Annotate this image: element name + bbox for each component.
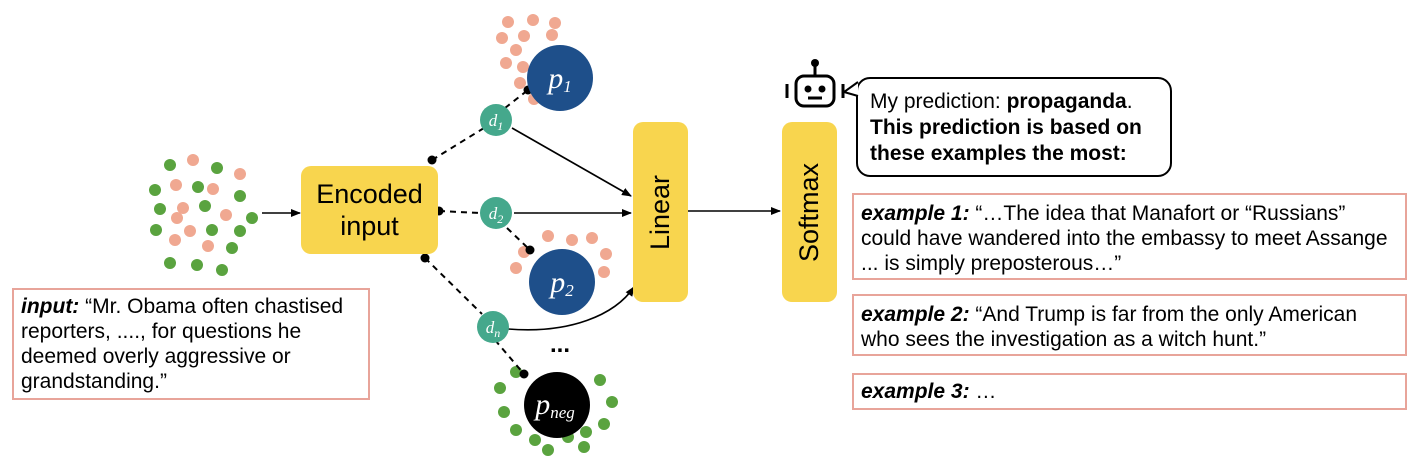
- input-text: “Mr. Obama often chastised reporters, ..…: [21, 295, 344, 393]
- prediction-line-1: My prediction: propaganda.: [870, 89, 1158, 115]
- example-1-text: “…The idea that Manafort or “Russians” c…: [861, 202, 1388, 275]
- svg-text:d2: d2: [489, 204, 504, 226]
- d1-subscript: 1: [497, 119, 503, 133]
- p1-subscript: 1: [563, 77, 572, 96]
- softmax-label: Softmax: [794, 162, 825, 262]
- example-box-3: example 3: …: [852, 373, 1407, 410]
- prediction-line-2: This prediction is based on: [870, 116, 1142, 139]
- distance-node-d1: d1: [480, 104, 512, 136]
- ellipsis: ...: [550, 331, 570, 358]
- svg-text:dn: dn: [486, 318, 501, 340]
- encoded-input-label: Encoded input: [316, 179, 423, 241]
- example-3-label: example 3:: [861, 380, 970, 403]
- p2-point-cloud: [510, 230, 612, 278]
- svg-text:pneg: pneg: [533, 388, 575, 422]
- prediction-line-3: these examples the most:: [870, 142, 1127, 165]
- distance-node-d2: d2: [480, 197, 512, 229]
- bubble-tail: [842, 81, 859, 97]
- prediction-suffix: .: [1126, 90, 1133, 113]
- p2-letter: p: [548, 266, 565, 299]
- linear-label: Linear: [645, 174, 675, 250]
- prediction-label: propaganda: [1006, 90, 1127, 113]
- example-3-text: …: [969, 380, 997, 403]
- d2-subscript: 2: [497, 212, 503, 226]
- example-1-label: example 1:: [861, 202, 970, 225]
- dn-subscript: n: [494, 326, 500, 340]
- prototype-node-p2: p2: [529, 249, 595, 315]
- p1-letter: p: [546, 62, 563, 95]
- encoded-input-block: Encoded input: [301, 166, 438, 254]
- distance-node-dn: dn: [477, 311, 509, 343]
- input-label: input:: [21, 295, 80, 318]
- prediction-prefix: My prediction:: [870, 90, 1007, 113]
- d1-letter: d: [489, 111, 498, 130]
- input-text-box: input: “Mr. Obama often chastised report…: [12, 288, 370, 400]
- prototype-node-p1: p1: [527, 45, 593, 111]
- pneg-letter: p: [533, 388, 550, 421]
- connections: [262, 89, 781, 375]
- svg-text:p2: p2: [548, 266, 574, 300]
- svg-text:p1: p1: [546, 62, 572, 96]
- p2-subscript: 2: [565, 281, 574, 300]
- d2-letter: d: [489, 204, 498, 223]
- p1-point-cloud: [496, 14, 561, 105]
- robot-icon: [785, 59, 845, 108]
- pneg-subscript: neg: [550, 403, 575, 422]
- dn-letter: d: [486, 318, 495, 337]
- linear-block: Linear: [633, 122, 688, 302]
- example-2-text: “And Trump is far from the only American…: [861, 303, 1358, 351]
- example-box-2: example 2: “And Trump is far from the on…: [852, 294, 1407, 356]
- prototype-node-pneg: pneg: [524, 372, 590, 438]
- example-box-1: example 1: “…The idea that Manafort or “…: [852, 193, 1407, 280]
- softmax-block: Softmax: [782, 122, 837, 302]
- input-point-cloud: [149, 154, 258, 276]
- svg-text:d1: d1: [489, 111, 504, 133]
- prediction-bubble: My prediction: propaganda. This predicti…: [856, 77, 1172, 177]
- example-2-label: example 2:: [861, 303, 970, 326]
